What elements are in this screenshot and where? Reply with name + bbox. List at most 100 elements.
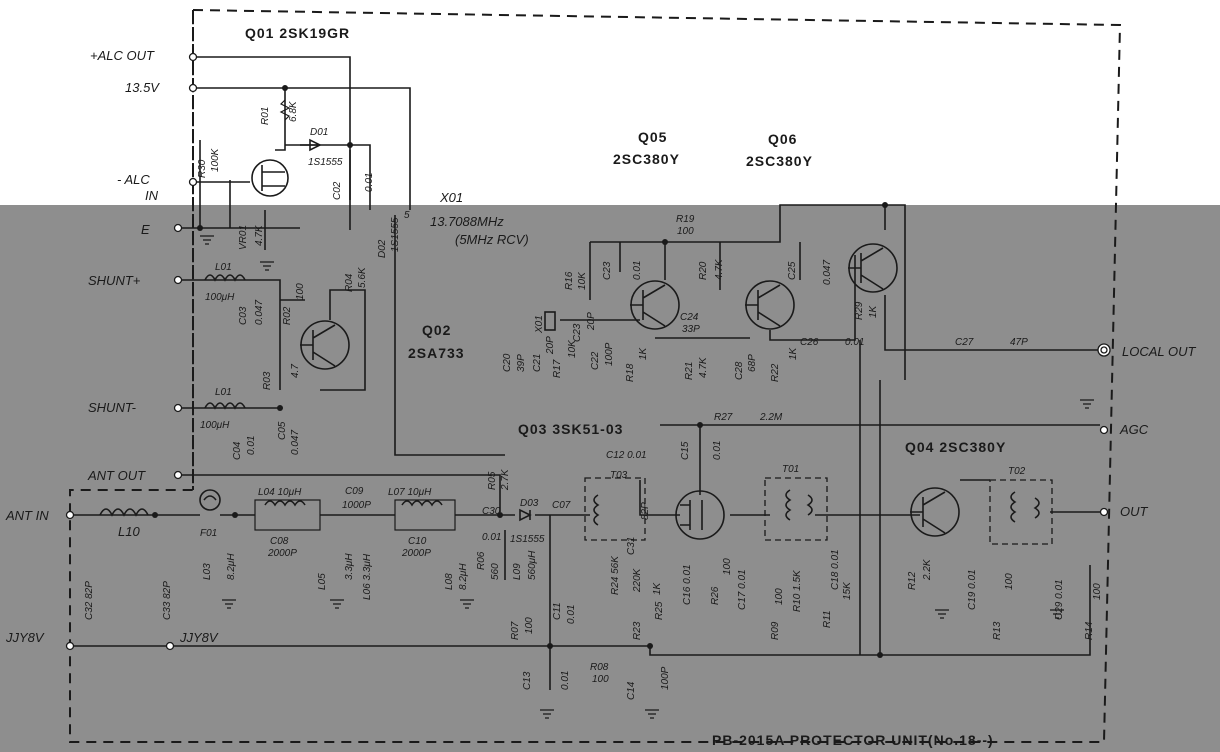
q04-label: Q04 2SC380Y — [905, 439, 1006, 455]
l01-inductor-a — [204, 274, 246, 282]
c31-name: C31 — [626, 537, 637, 555]
c20-name: C20 — [502, 353, 513, 372]
label-shunt-plus: SHUNT+ — [88, 273, 141, 288]
l07-label: L07 10μH — [388, 487, 432, 498]
r13-value: 100 — [1004, 573, 1015, 590]
l09-value: 560μH — [527, 550, 538, 580]
r07-name: R07 — [510, 621, 521, 640]
c10-value: 2000P — [401, 548, 431, 559]
c23-value: 0.01 — [632, 261, 643, 280]
l06-label: L06 3.3μH — [362, 553, 373, 600]
r21-value: 4.7K — [698, 356, 709, 378]
l07-c10-network — [394, 499, 456, 531]
r18-name: R18 — [625, 363, 636, 382]
l01-inductor-b — [204, 402, 246, 410]
t02-transformer — [989, 479, 1053, 545]
c33-label: C33 82P — [162, 581, 173, 620]
r03-name: R03 — [262, 371, 273, 390]
c18-label: C18 0.01 — [830, 549, 841, 590]
r05-value: 2.7K — [500, 468, 511, 491]
ground-symbols — [200, 235, 1094, 719]
paper-top — [0, 0, 1220, 220]
label-alc-in-1: - ALC — [117, 172, 150, 187]
r27-value: 2.2M — [759, 412, 783, 423]
q04-transistor — [910, 487, 960, 537]
r20-value: 4.7K — [714, 258, 725, 280]
t03-transformer — [584, 477, 646, 541]
c29-label: C29 0.01 — [1054, 579, 1065, 620]
q01-jfet — [251, 159, 289, 197]
junction-dots — [152, 85, 888, 658]
r05-name: R05 — [487, 471, 498, 490]
c30-name: C30 — [482, 506, 501, 517]
c17-label: C17 0.01 — [737, 569, 748, 610]
r03-value: 4.7 — [290, 364, 301, 378]
r01-value: 6.8K — [288, 100, 299, 122]
l01b-value: 100μH — [200, 420, 230, 431]
c09-value: 1000P — [342, 500, 371, 511]
r24-label: R24 56K — [610, 555, 621, 595]
c23b-name: C23 — [572, 323, 583, 342]
q01-label: Q01 2SK19GR — [245, 25, 350, 41]
c11-value: 0.01 — [566, 605, 577, 624]
l01b-name: L01 — [215, 387, 232, 398]
c23b-value: 20P — [586, 312, 597, 331]
r11-value: 15K — [842, 581, 853, 600]
l03-value: 8.2μH — [226, 553, 237, 580]
c08-value: 2000P — [267, 548, 297, 559]
c11-name: C11 — [552, 602, 563, 620]
c20-value: 39P — [516, 354, 527, 372]
c26-value: 0.01 — [845, 337, 864, 348]
l08-name: L08 — [444, 573, 455, 590]
label-alc-in-2: IN — [145, 188, 159, 203]
label-local-out: LOCAL OUT — [1122, 344, 1197, 359]
label-ant-out: ANT OUT — [87, 468, 146, 483]
x01-crystal — [544, 311, 556, 331]
c12-label: C12 0.01 — [606, 450, 647, 461]
c28-value: 68P — [747, 354, 758, 372]
c04-value: 0.01 — [246, 436, 257, 455]
label-alc-out: +ALC OUT — [90, 48, 155, 63]
r01-name: R01 — [260, 107, 271, 125]
l05-name: L05 — [317, 573, 328, 590]
r14-name: R14 — [1084, 621, 1095, 640]
c13-value: 0.01 — [560, 671, 571, 690]
c05-value: 0.047 — [290, 430, 301, 455]
r20-name: R20 — [698, 261, 709, 280]
r04-name: R04 — [344, 273, 355, 292]
f01-lamp — [199, 489, 221, 511]
r04-value: 5.6K — [357, 266, 368, 288]
d01-name: D01 — [310, 127, 328, 138]
r21-name: R21 — [684, 362, 695, 380]
label-agc: AGC — [1119, 422, 1149, 437]
r09-name: R09 — [770, 621, 781, 640]
x01-note: (5MHz RCV) — [455, 232, 529, 247]
l04-c08-network — [254, 499, 321, 531]
r25-name: R25 — [654, 601, 665, 620]
r10-label: R10 1.5K — [792, 569, 803, 612]
r14-value: 100 — [1092, 583, 1103, 600]
r27-name: R27 — [714, 412, 733, 423]
r13-name: R13 — [992, 621, 1003, 640]
pin-number: 5 — [404, 210, 410, 221]
d03-name: D03 — [520, 498, 539, 509]
q06-transistor — [745, 280, 795, 330]
r19-name: R19 — [676, 214, 695, 225]
r08-value: 100 — [592, 674, 609, 685]
c24-name: C24 — [680, 312, 699, 323]
c16-label: C16 0.01 — [682, 564, 693, 605]
c32-label: C32 82P — [84, 581, 95, 620]
q06-label-b: 2SC380Y — [746, 153, 813, 169]
vr01-name: VR01 — [238, 225, 249, 250]
r11-name: R11 — [822, 610, 833, 628]
d02-name: D02 — [377, 239, 388, 258]
c15-value: 0.01 — [712, 441, 723, 460]
c14-value: 100P — [660, 666, 671, 690]
r06-value: 560 — [490, 563, 501, 580]
c07-label: C07 — [552, 500, 571, 511]
label-out: OUT — [1120, 504, 1149, 519]
q03-label: Q03 3SK51-03 — [518, 421, 623, 437]
c19-label: C19 0.01 — [967, 569, 978, 610]
l04-label: L04 10μH — [258, 487, 302, 498]
